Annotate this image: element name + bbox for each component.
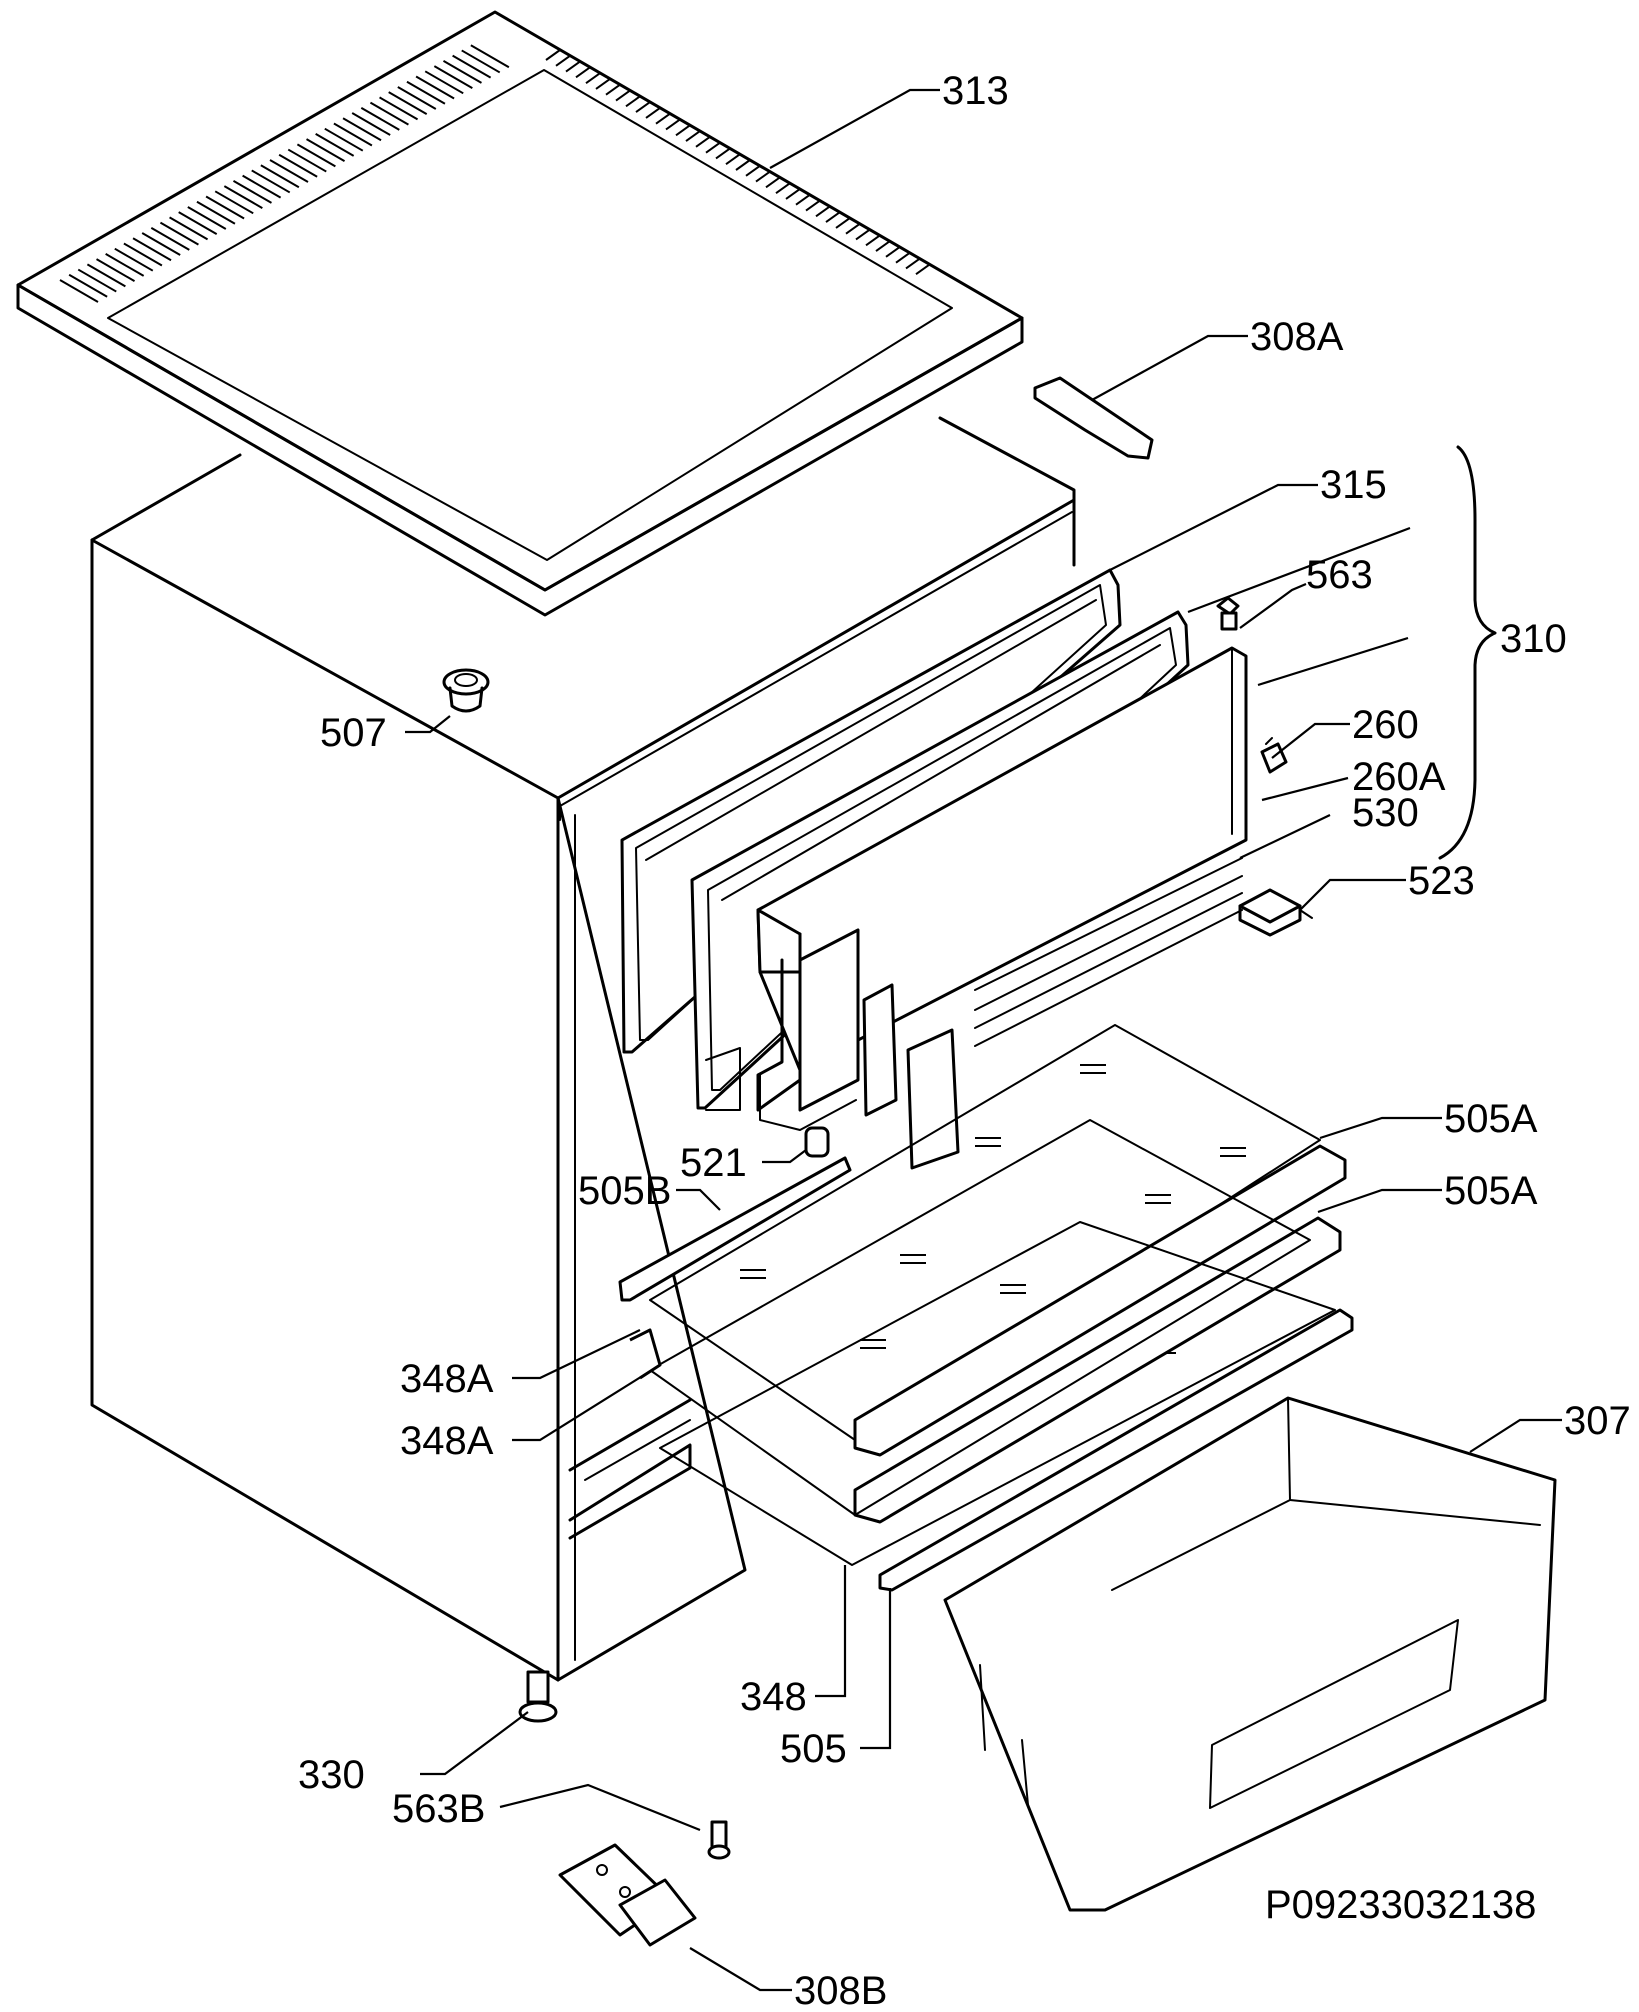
cabinet-body xyxy=(90,416,1076,1682)
part-310-bracket xyxy=(1438,445,1497,860)
part-507-knob xyxy=(442,668,490,713)
part-348-shelf-glass-bottom xyxy=(659,1221,1336,1566)
label-313: 313 xyxy=(942,69,1009,113)
part-313-top-cover xyxy=(16,10,1024,617)
door-panel-front xyxy=(756,646,1248,1131)
part-563B-screw xyxy=(707,1820,731,1860)
label-505A-upper: 505A xyxy=(1444,1097,1538,1141)
label-308B: 308B xyxy=(794,1969,887,2012)
part-505A-shelf-edge-upper xyxy=(853,1144,1347,1457)
label-523: 523 xyxy=(1408,859,1475,903)
label-308A: 308A xyxy=(1250,315,1344,359)
part-308B-bottom-hinge xyxy=(558,1843,697,1947)
part-308A-hinge xyxy=(1033,376,1154,460)
label-563: 563 xyxy=(1306,553,1373,597)
shelf-glass-upper xyxy=(649,1024,1321,1441)
drawing-reference-code: P09233032138 xyxy=(1265,1883,1536,1927)
label-505B: 505B xyxy=(578,1169,671,1213)
leader-lines xyxy=(405,88,1562,1992)
part-labels: 313 308A 315 563 310 260 260A 530 523 50… xyxy=(298,69,1631,2012)
part-530-rail xyxy=(974,857,1243,1047)
part-260-clip xyxy=(1260,737,1288,774)
label-521: 521 xyxy=(680,1141,747,1185)
part-523-switch xyxy=(1238,888,1313,937)
part-505-shelf-edge-bottom xyxy=(878,1308,1354,1592)
label-530: 530 xyxy=(1352,791,1419,835)
label-315: 315 xyxy=(1320,463,1387,507)
part-563-screw xyxy=(1216,596,1240,631)
label-260: 260 xyxy=(1352,703,1419,747)
label-505: 505 xyxy=(780,1727,847,1771)
label-260A: 260A xyxy=(1352,755,1446,799)
part-505B-shelf-edge xyxy=(618,1156,852,1302)
label-310: 310 xyxy=(1500,617,1567,661)
part-330-adjustable-foot xyxy=(518,1670,558,1723)
label-348A-lower: 348A xyxy=(400,1419,494,1463)
label-348: 348 xyxy=(740,1675,807,1719)
light-housing xyxy=(862,983,960,1170)
label-330: 330 xyxy=(298,1753,365,1797)
part-307-crisper-drawer xyxy=(943,1396,1557,1912)
label-307: 307 xyxy=(1564,1399,1631,1443)
label-348A-upper: 348A xyxy=(400,1357,494,1401)
label-563B: 563B xyxy=(392,1787,485,1831)
label-505A-lower: 505A xyxy=(1444,1169,1538,1213)
label-507: 507 xyxy=(320,711,387,755)
part-521-lamp xyxy=(804,1126,830,1158)
